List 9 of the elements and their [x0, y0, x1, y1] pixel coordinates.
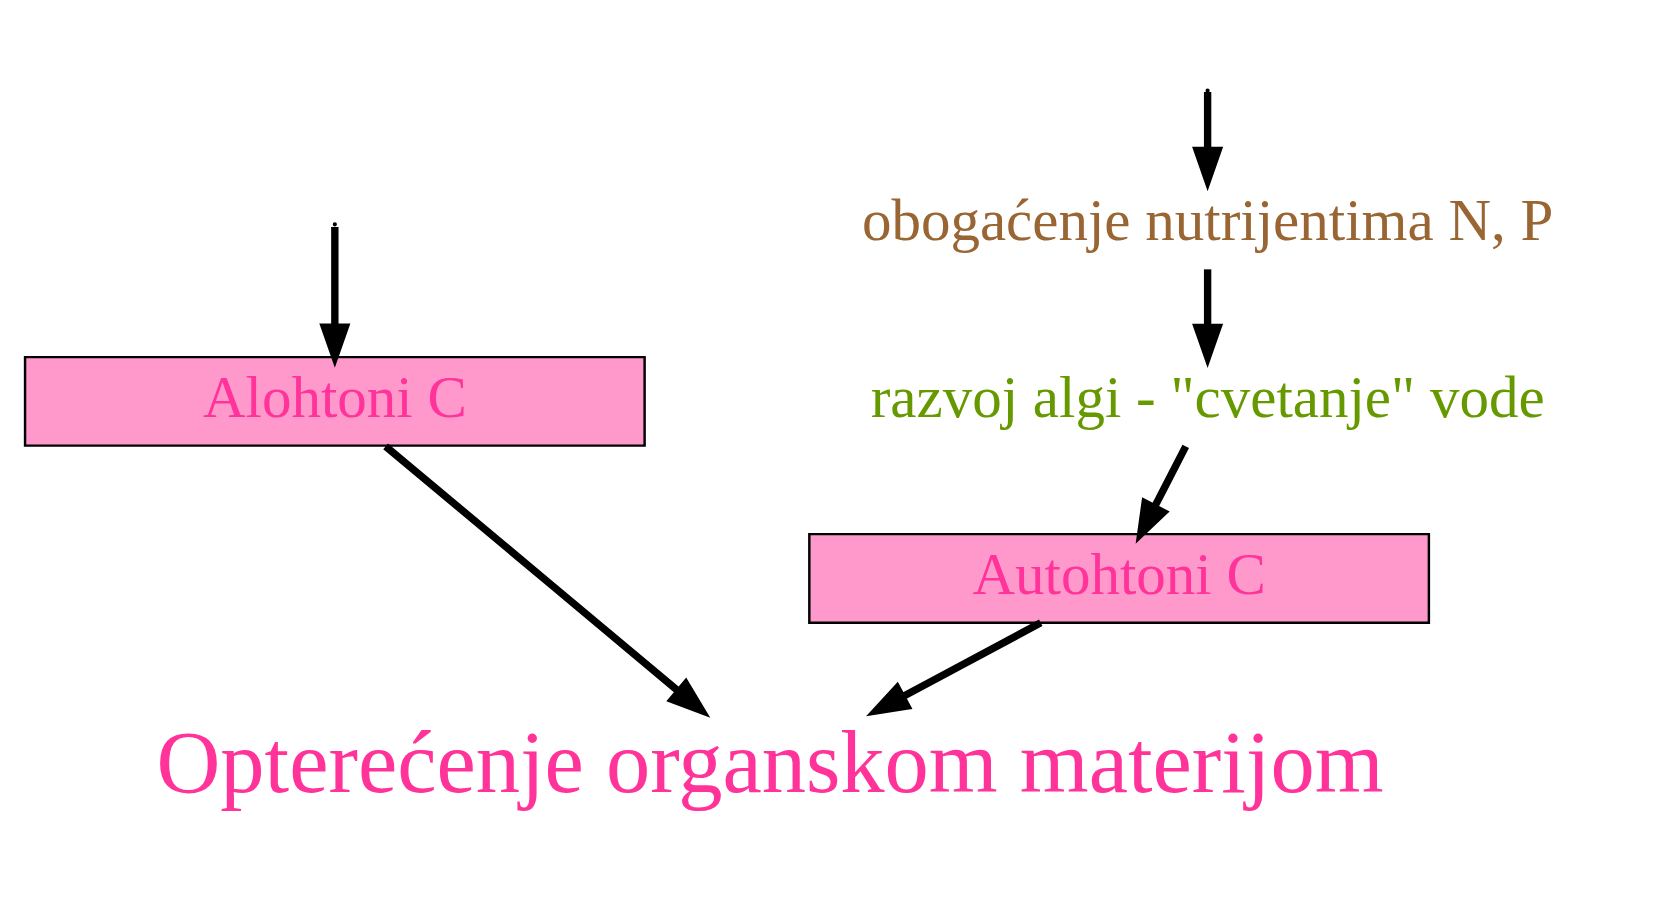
node-text: obogaćenje nutrijentima N, P: [861, 186, 1554, 253]
node-text: Opterećenje organskom materijom: [156, 712, 1384, 811]
arrow: [1135, 444, 1189, 544]
node-box: Autohtoni C: [808, 532, 1431, 624]
node-box: Alohtoni C: [23, 355, 646, 447]
arrow: [383, 442, 711, 718]
node-text: razvoj algi - "cvetanje" vode: [870, 363, 1545, 430]
arrow: [866, 619, 1043, 716]
arrow: [1192, 268, 1224, 368]
